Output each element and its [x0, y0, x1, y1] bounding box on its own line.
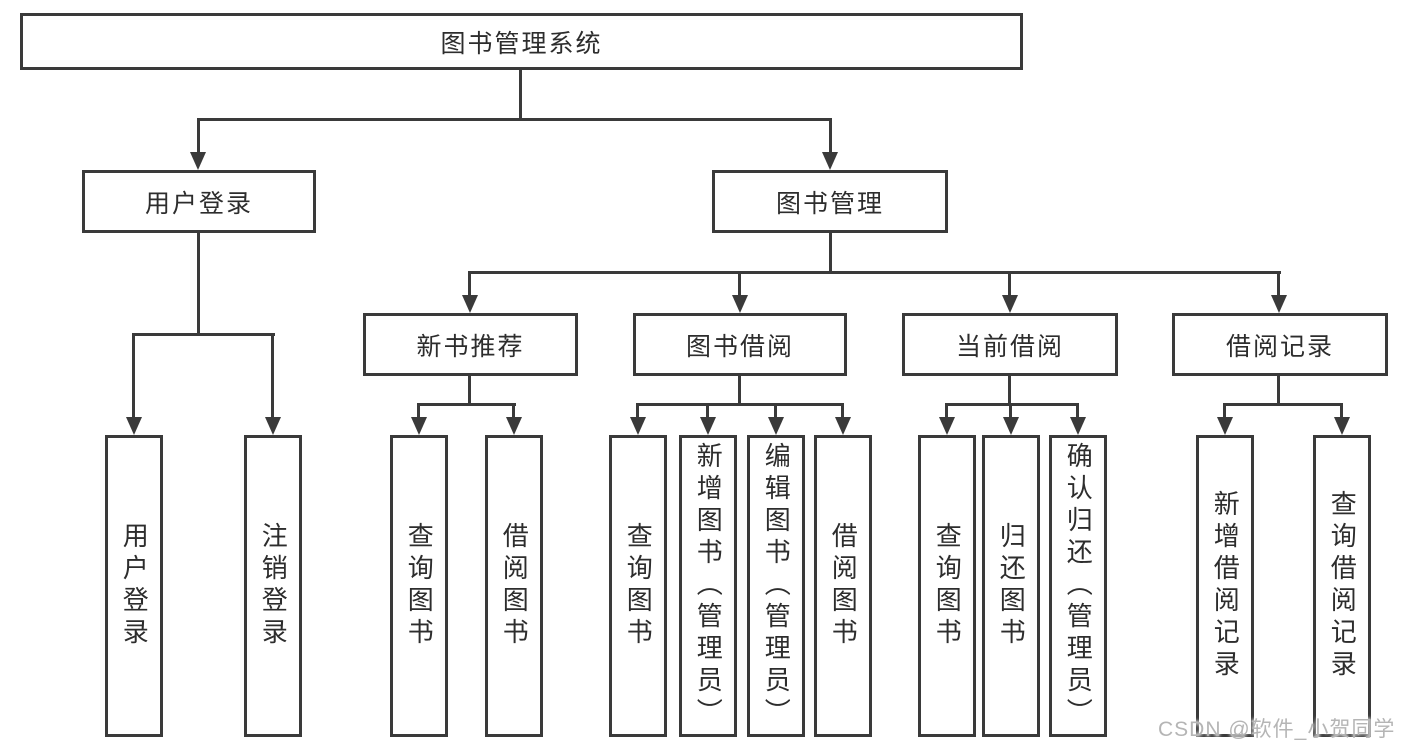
- connector-current-hline: [945, 403, 1079, 406]
- node-library-system: 图书管理系统: [20, 13, 1023, 70]
- node-user-login: 用户登录: [82, 170, 316, 233]
- connector-borrowing-stem: [738, 375, 741, 406]
- node-user-login-leaf: 用户登录: [105, 435, 163, 737]
- arrow-down-icon: [835, 417, 851, 435]
- connector-records-stem: [1277, 375, 1280, 406]
- node-edit-book-admin-label: 编辑图书（管理员）: [761, 442, 792, 730]
- node-book-management-label: 图书管理: [775, 189, 884, 218]
- node-user-login-label: 用户登录: [144, 189, 253, 218]
- arrow-down-icon: [462, 295, 478, 313]
- node-borrowing-records: 借阅记录: [1172, 313, 1388, 376]
- node-logout-leaf-label: 注销登录: [258, 522, 289, 650]
- arrow-down-icon: [1217, 417, 1233, 435]
- node-current-borrowing-label: 当前借阅: [955, 332, 1064, 361]
- connector-userlogin-drop-2: [271, 333, 274, 419]
- connector-borrowing-drop-1: [636, 403, 639, 420]
- arrow-down-icon: [732, 295, 748, 313]
- connector-recommend-stem: [468, 375, 471, 406]
- connector-l3-hline: [468, 271, 1281, 274]
- node-new-book-recommend: 新书推荐: [363, 313, 578, 376]
- connector-current-drop-1: [945, 403, 948, 420]
- node-add-book-admin-label: 新增图书（管理员）: [693, 442, 724, 730]
- node-logout-leaf: 注销登录: [244, 435, 302, 737]
- watermark-text: CSDN @软件_小贺同学: [1158, 718, 1396, 741]
- node-current-borrowing: 当前借阅: [902, 313, 1118, 376]
- connector-l2-drop-right: [829, 118, 832, 156]
- arrow-down-icon: [630, 417, 646, 435]
- arrow-down-icon: [1002, 295, 1018, 313]
- connector-userlogin-drop-1: [132, 333, 135, 419]
- connector-current-drop-2: [1009, 403, 1012, 420]
- node-query-books-borrowing: 查询图书: [609, 435, 667, 737]
- node-book-borrowing-label: 图书借阅: [685, 332, 794, 361]
- connector-userlogin-hline: [132, 333, 275, 336]
- node-query-books-borrowing-label: 查询图书: [623, 522, 654, 650]
- connector-borrowing-drop-2: [706, 403, 709, 420]
- connector-records-drop-2: [1340, 403, 1343, 420]
- connector-borrowing-drop-4: [841, 403, 844, 420]
- node-new-book-recommend-label: 新书推荐: [416, 332, 525, 361]
- connector-root-stem: [519, 69, 522, 120]
- arrow-down-icon: [768, 417, 784, 435]
- arrow-down-icon: [822, 152, 838, 170]
- node-query-books-current: 查询图书: [918, 435, 976, 737]
- node-return-books-label: 归还图书: [996, 522, 1027, 650]
- connector-recommend-hline: [417, 403, 516, 406]
- connector-recommend-drop-2: [512, 403, 515, 420]
- connector-l2-drop-left: [197, 118, 200, 156]
- connector-records-hline: [1223, 403, 1343, 406]
- node-book-management: 图书管理: [712, 170, 948, 233]
- node-return-books: 归还图书: [982, 435, 1040, 737]
- node-user-login-leaf-label: 用户登录: [119, 522, 150, 650]
- connector-bookmgmt-stem: [829, 232, 832, 273]
- connector-borrowing-hline: [636, 403, 844, 406]
- arrow-down-icon: [506, 417, 522, 435]
- connector-l3-drop-4: [1277, 271, 1280, 299]
- node-book-borrowing: 图书借阅: [633, 313, 847, 376]
- arrow-down-icon: [700, 417, 716, 435]
- connector-borrowing-drop-3: [774, 403, 777, 420]
- arrow-down-icon: [190, 152, 206, 170]
- connector-current-stem: [1008, 375, 1011, 406]
- connector-l3-drop-3: [1008, 271, 1011, 299]
- connector-l3-drop-1: [468, 271, 471, 299]
- node-borrow-books-borrowing-label: 借阅图书: [828, 522, 859, 650]
- node-query-books-recommend: 查询图书: [390, 435, 448, 737]
- node-query-books-recommend-label: 查询图书: [404, 522, 435, 650]
- node-query-borrow-record-label: 查询借阅记录: [1327, 490, 1358, 682]
- node-library-system-label: 图书管理系统: [440, 29, 603, 58]
- arrow-down-icon: [411, 417, 427, 435]
- node-edit-book-admin: 编辑图书（管理员）: [747, 435, 805, 737]
- connector-recommend-drop-1: [417, 403, 420, 420]
- connector-records-drop-1: [1223, 403, 1226, 420]
- node-borrow-books-recommend-label: 借阅图书: [499, 522, 530, 650]
- arrow-down-icon: [1003, 417, 1019, 435]
- node-add-borrow-record-label: 新增借阅记录: [1210, 490, 1241, 682]
- node-borrow-books-recommend: 借阅图书: [485, 435, 543, 737]
- node-add-book-admin: 新增图书（管理员）: [679, 435, 737, 737]
- arrow-down-icon: [126, 417, 142, 435]
- node-query-borrow-record: 查询借阅记录: [1313, 435, 1371, 737]
- connector-l3-drop-2: [738, 271, 741, 299]
- node-confirm-return-admin-label: 确认归还（管理员）: [1063, 442, 1094, 730]
- arrow-down-icon: [939, 417, 955, 435]
- arrow-down-icon: [1334, 417, 1350, 435]
- connector-userlogin-stem: [197, 233, 200, 336]
- node-borrow-books-borrowing: 借阅图书: [814, 435, 872, 737]
- arrow-down-icon: [1271, 295, 1287, 313]
- node-query-books-current-label: 查询图书: [932, 522, 963, 650]
- arrow-down-icon: [1070, 417, 1086, 435]
- arrow-down-icon: [265, 417, 281, 435]
- node-borrowing-records-label: 借阅记录: [1225, 332, 1334, 361]
- node-confirm-return-admin: 确认归还（管理员）: [1049, 435, 1107, 737]
- node-add-borrow-record: 新增借阅记录: [1196, 435, 1254, 737]
- connector-current-drop-3: [1076, 403, 1079, 420]
- connector-l2-hline: [197, 118, 832, 121]
